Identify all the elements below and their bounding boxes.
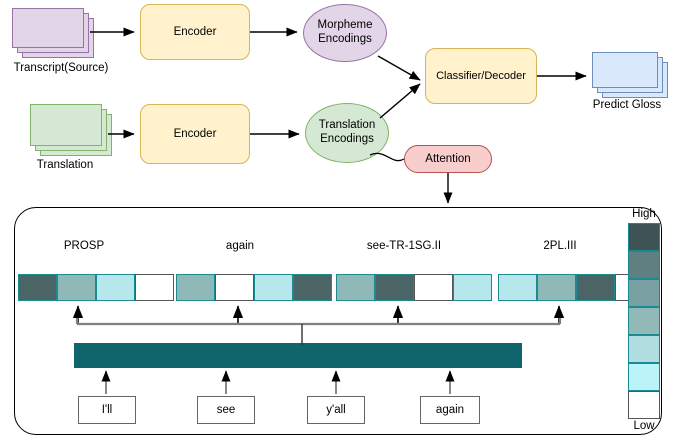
heat-cell [176, 274, 215, 301]
heat-cell [576, 274, 615, 301]
input-word-box-0[interactable]: I'll [78, 396, 136, 424]
morpheme-encodings-ellipse[interactable]: Morpheme Encodings [303, 4, 387, 62]
heat-row-1 [176, 274, 332, 301]
heat-row-0 [18, 274, 174, 301]
stack-sheet-front [12, 8, 84, 48]
heat-cell [96, 274, 135, 301]
gloss-label-1: again [225, 240, 255, 252]
input-word-box-1[interactable]: see [197, 396, 255, 424]
predict-gloss-stack [592, 52, 672, 100]
translation-encodings-ellipse[interactable]: Translation Encodings [305, 103, 389, 163]
input-word-box-3[interactable]: again [420, 396, 480, 424]
heat-cell [57, 274, 96, 301]
heat-cell [375, 274, 414, 301]
heat-cell [414, 274, 453, 301]
legend-swatch [628, 279, 660, 307]
stack-sheet-front [30, 104, 102, 146]
legend-swatch [628, 335, 660, 363]
heat-cell [293, 274, 332, 301]
encoder-bottom[interactable]: Encoder [140, 104, 250, 164]
legend-low-label: Low [633, 420, 655, 432]
legend-high-label: High [632, 208, 656, 220]
input-word-box-2[interactable]: y'all [307, 396, 365, 424]
heat-cell [498, 274, 537, 301]
heat-cell [537, 274, 576, 301]
heat-row-2 [336, 274, 492, 301]
transcript-source-stack [12, 8, 96, 60]
heat-cell [254, 274, 293, 301]
legend-gradient [628, 223, 660, 419]
heat-cell [135, 274, 174, 301]
translation-encodings-label: Translation Encodings [318, 119, 376, 145]
legend-swatch [628, 363, 660, 391]
legend-swatch [628, 391, 660, 419]
classifier-decoder-box[interactable]: Classifier/Decoder [425, 48, 537, 104]
heat-cell [336, 274, 375, 301]
attention-node[interactable]: Attention [404, 145, 492, 173]
gloss-label-0: PROSP [63, 240, 105, 252]
legend-swatch [628, 223, 660, 251]
transcript-source-label: Transcript(Source) [13, 62, 109, 74]
translation-stack [30, 104, 114, 156]
stack-sheet-front [592, 52, 658, 88]
heat-cell [453, 274, 492, 301]
gloss-label-2: see-TR-1SG.II [366, 240, 442, 252]
gloss-label-3: 2PL.III [543, 240, 577, 252]
heat-cell [18, 274, 57, 301]
predict-gloss-label: Predict Gloss [592, 99, 662, 111]
encoder-representation-bar [74, 343, 522, 368]
legend-swatch [628, 307, 660, 335]
morpheme-encodings-label: Morpheme Encodings [317, 19, 373, 45]
heat-cell [215, 274, 254, 301]
translation-label: Translation [36, 159, 94, 171]
legend-swatch [628, 251, 660, 279]
encoder-top[interactable]: Encoder [140, 4, 250, 60]
